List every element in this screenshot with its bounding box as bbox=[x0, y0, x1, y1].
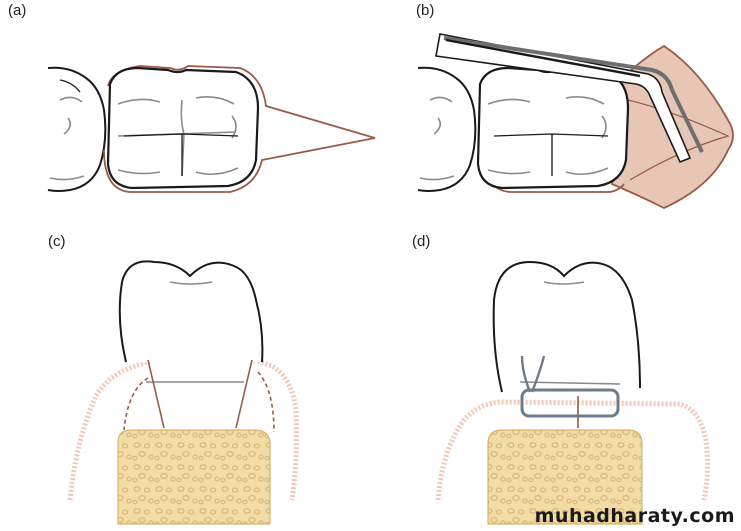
panel-b-label: (b) bbox=[416, 2, 434, 19]
panel-c: (c) bbox=[48, 233, 299, 525]
panel-d-label: (d) bbox=[412, 233, 430, 250]
gingiva-outline bbox=[67, 357, 299, 501]
adjacent-tooth-groove bbox=[59, 79, 81, 93]
adjacent-tooth-groove bbox=[419, 96, 455, 181]
vertical-incision bbox=[147, 359, 253, 429]
tissue-forceps-shading bbox=[445, 38, 641, 78]
panel-a: (a) bbox=[8, 2, 376, 193]
adjacent-tooth-outline bbox=[47, 66, 107, 192]
tooth-crown-outline bbox=[118, 260, 264, 363]
suture-knot bbox=[520, 355, 546, 393]
crown-groove bbox=[543, 281, 585, 285]
adjacent-tooth-groove bbox=[49, 96, 85, 181]
panel-c-label: (c) bbox=[48, 233, 66, 250]
tissue-forceps-upper-arm bbox=[435, 33, 692, 164]
alveolar-bone bbox=[487, 429, 643, 525]
crown-groove bbox=[169, 281, 213, 285]
flap-outline bbox=[103, 65, 376, 193]
tissue-forceps-lower-arm bbox=[443, 36, 704, 153]
panel-a-label: (a) bbox=[8, 2, 26, 19]
watermark: muhadharaty.com bbox=[534, 505, 735, 527]
molar-central-fissure bbox=[123, 133, 239, 176]
alveolar-bone bbox=[117, 429, 271, 525]
flap-margin-dashed bbox=[123, 371, 275, 433]
adjacent-tooth-outline bbox=[417, 66, 477, 192]
panel-b: (b) bbox=[416, 2, 734, 209]
panel-d: (d) bbox=[412, 233, 711, 525]
molar-groove bbox=[487, 96, 609, 176]
tooth-crown-outline bbox=[492, 260, 641, 393]
molar-central-fissure bbox=[493, 133, 609, 176]
suture-loop bbox=[520, 388, 620, 418]
